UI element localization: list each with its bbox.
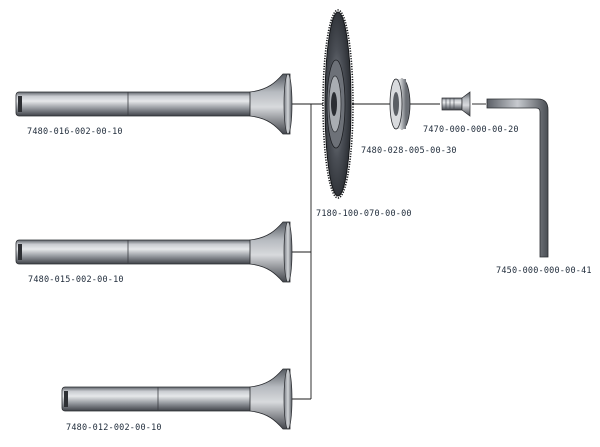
label-shaft-bottom: 7480-012-002-00-10 bbox=[66, 423, 162, 433]
shaft-middle[interactable] bbox=[15, 221, 293, 283]
label-shaft-middle: 7480-015-002-00-10 bbox=[28, 275, 124, 285]
saw-blade[interactable] bbox=[322, 9, 354, 199]
label-screw: 7470-000-000-00-20 bbox=[423, 125, 519, 135]
label-washer: 7480-028-005-00-30 bbox=[361, 146, 457, 156]
screw[interactable] bbox=[441, 91, 471, 117]
shaft-bottom[interactable] bbox=[61, 368, 293, 430]
washer[interactable] bbox=[389, 78, 411, 130]
connector-lines bbox=[290, 103, 486, 400]
label-shaft-top: 7480-016-002-00-10 bbox=[27, 127, 123, 137]
label-saw-blade: 7180-100-070-00-00 bbox=[316, 209, 412, 219]
hex-key[interactable] bbox=[486, 98, 549, 258]
shaft-top[interactable] bbox=[15, 73, 293, 135]
label-hex-key: 7450-000-000-00-41 bbox=[496, 266, 592, 276]
